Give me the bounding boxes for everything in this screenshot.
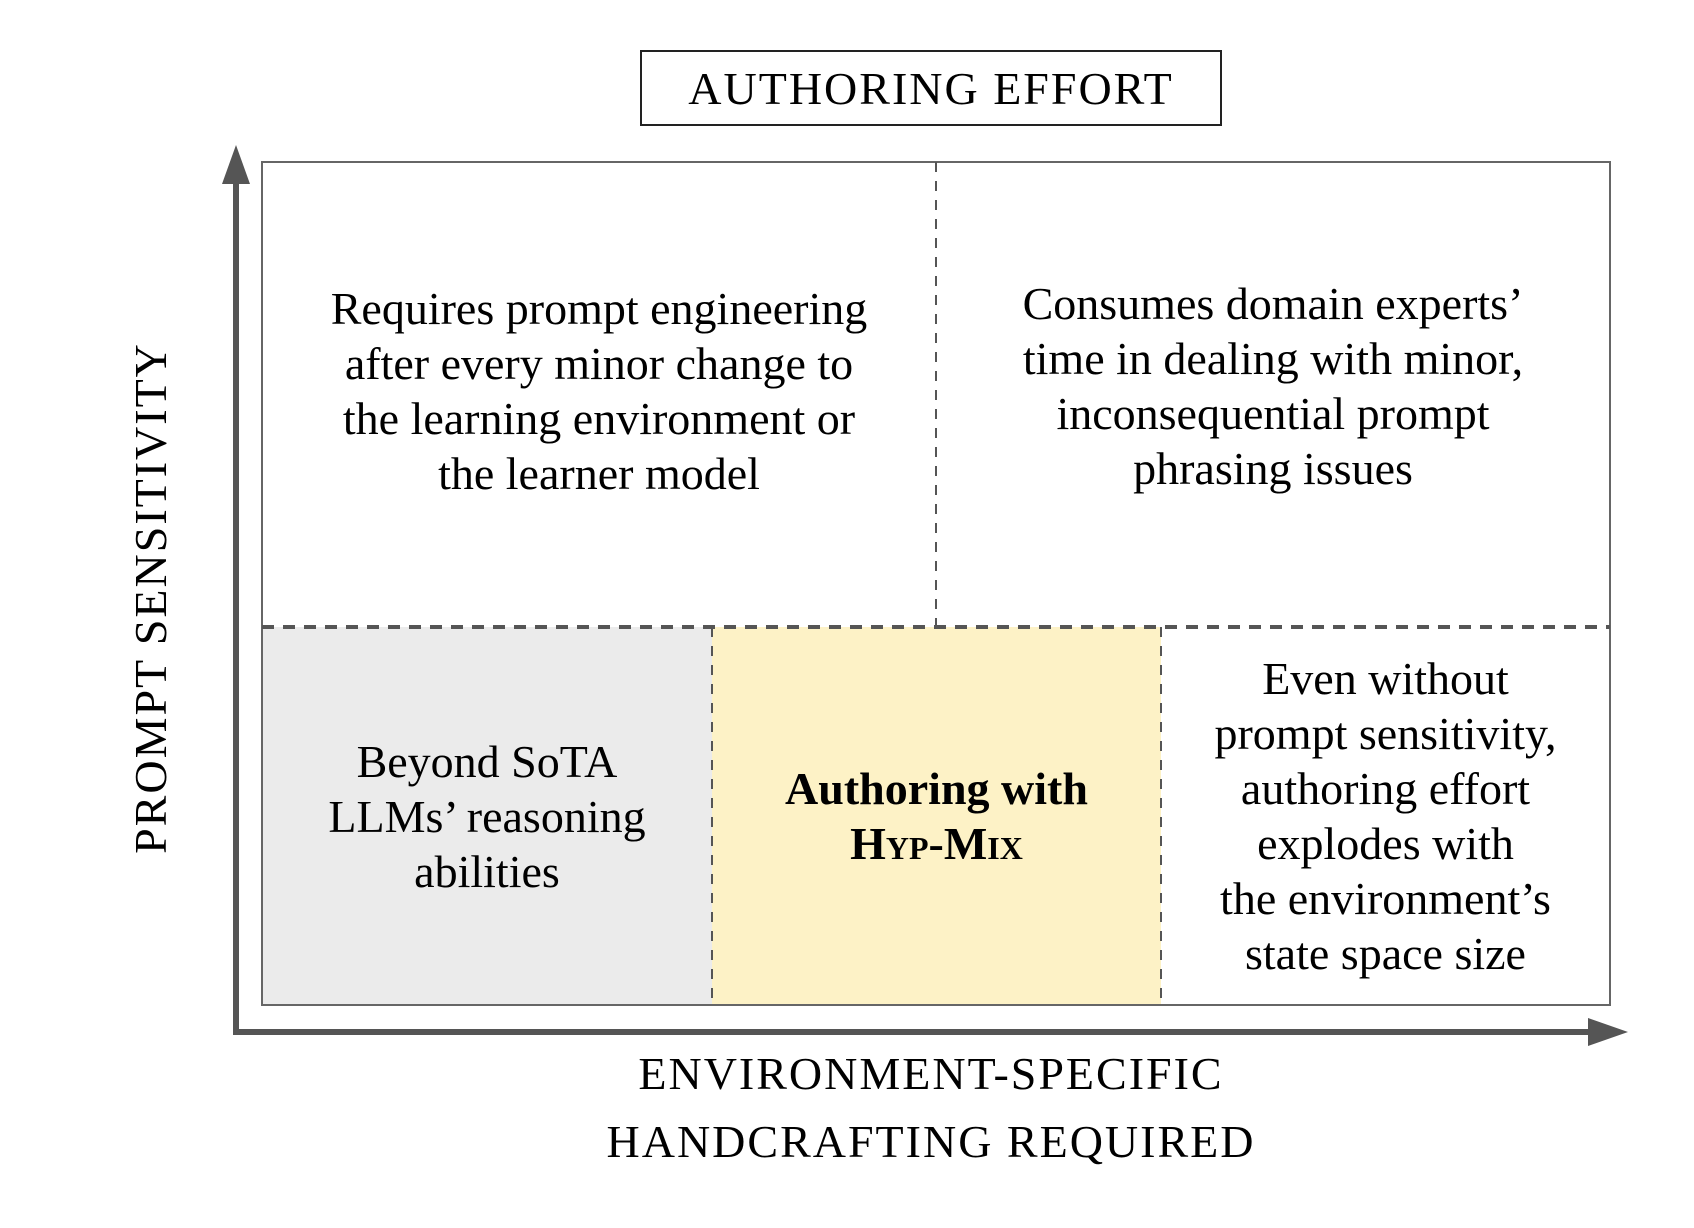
bottom-left-cell-text: Beyond SoTA LLMs’ reasoning abilities [262,627,712,1005]
bottom-right-line-2: prompt sensitivity, [1214,708,1557,759]
bottom-right-line-1: Even without [1262,653,1509,704]
top-left-line-1: Requires prompt engineering [330,282,868,334]
bottom-right-line-5: the environment’s [1220,873,1551,924]
bottom-left-line-3: abilities [414,845,560,897]
top-right-line-1: Consumes domain experts’ [1022,277,1524,329]
diagram-title: AUTHORING EFFORT [640,50,1222,126]
x-axis-label-line-2: HANDCRAFTING REQUIRED [606,1116,1256,1167]
x-axis-label-line-1: ENVIRONMENT-SPECIFIC [638,1048,1224,1099]
bottom-right-line-6: state space size [1245,928,1526,979]
hyp-mix-name: Hyp-Mix [850,818,1023,869]
bottom-right-line-4: explodes with [1257,818,1514,869]
x-axis-label: ENVIRONMENT-SPECIFIC HANDCRAFTING REQUIR… [520,1040,1342,1176]
bottom-right-line-3: authoring effort [1240,763,1531,814]
bottom-middle-cell-fill [712,627,1161,1005]
x-axis-arrowhead [1588,1018,1628,1046]
bottom-left-line-1: Beyond SoTA [356,735,618,787]
top-left-line-4: the learner model [438,447,760,499]
bottom-left-line-2: LLMs’ reasoning [328,790,646,842]
top-right-line-4: phrasing issues [1133,442,1413,494]
top-left-line-2: after every minor change to [344,337,854,389]
top-right-cell-text: Consumes domain experts’ time in dealing… [936,162,1610,627]
bottom-middle-line-1: Authoring with [785,763,1088,814]
top-left-cell-text: Requires prompt engineering after every … [262,162,936,627]
bottom-right-cell-text: Even without prompt sensitivity, authori… [1161,627,1610,1005]
top-right-line-2: time in dealing with minor, [1022,332,1524,384]
top-right-line-3: inconsequential prompt [1056,387,1490,439]
y-axis-label: PROMPT SENSITIVITY [124,342,176,854]
bottom-middle-cell-text: Authoring with Hyp-Mix [712,627,1161,1005]
y-axis-arrowhead [222,145,250,184]
bottom-left-cell-fill [262,627,712,1005]
top-left-line-3: the learning environment or [342,392,856,444]
